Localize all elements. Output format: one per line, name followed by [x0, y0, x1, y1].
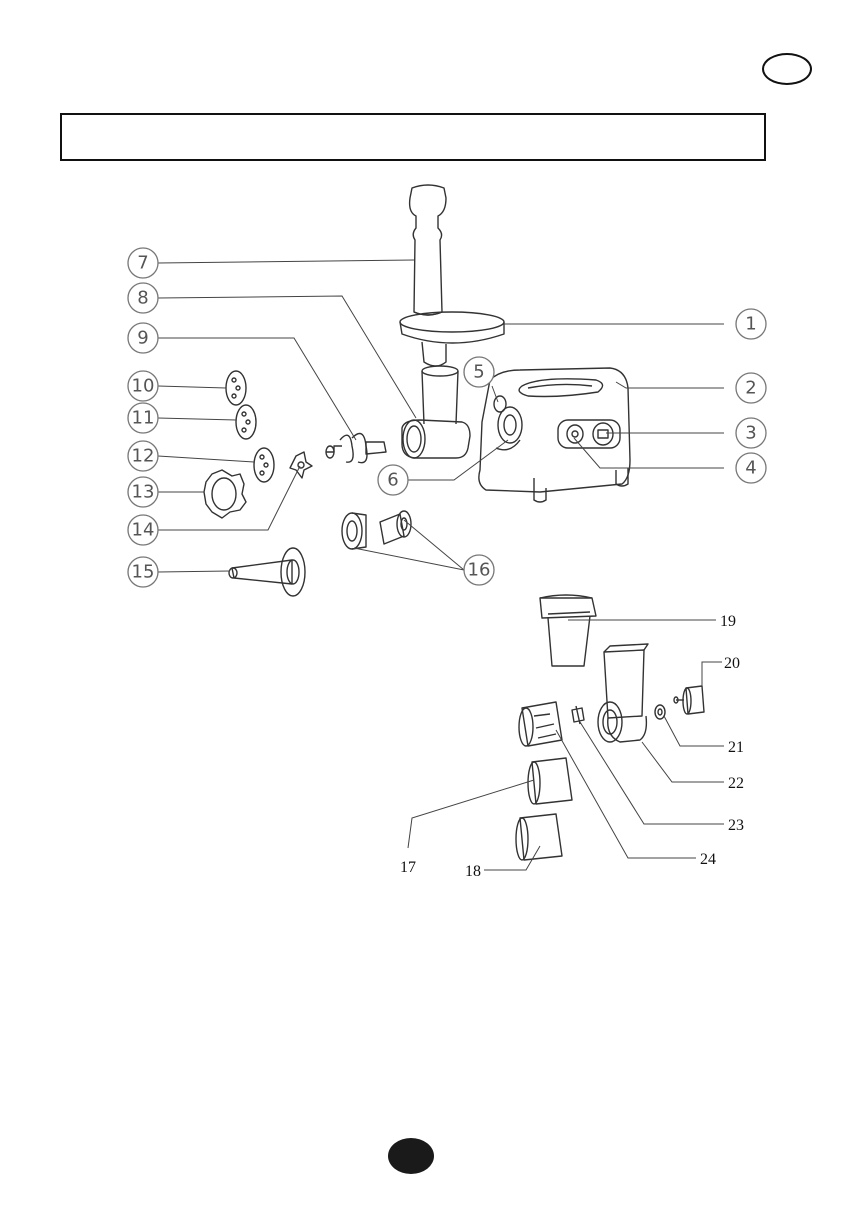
slicer-pusher-part: [540, 595, 596, 666]
cutting-plate-coarse: [254, 448, 274, 482]
callout-20: 20: [724, 655, 740, 672]
callout-17: 17: [400, 859, 416, 876]
leader-lines: [158, 260, 724, 870]
cutting-plate-fine: [226, 371, 246, 405]
drive-shaft-part: [674, 686, 704, 714]
callout-6: 6: [387, 470, 398, 491]
callout-21: 21: [728, 739, 744, 756]
kubbe-attachment-part: [342, 511, 411, 549]
cutting-blade-part: [290, 452, 312, 478]
cutting-plate-medium: [236, 405, 256, 439]
callout-10: 10: [132, 376, 155, 397]
callout-4: 4: [745, 458, 756, 479]
callout-13: 13: [132, 482, 155, 503]
connector-part: [572, 706, 584, 724]
callout-3: 3: [745, 423, 756, 444]
callout-23: 23: [728, 817, 744, 834]
callout-11: 11: [132, 408, 155, 429]
callout-9: 9: [137, 328, 148, 349]
callout-5: 5: [473, 362, 484, 383]
callout-18: 18: [465, 863, 481, 880]
grating-drum-coarse: [516, 814, 562, 860]
tray-part: [400, 312, 504, 366]
shaft-ring-part: [655, 705, 665, 719]
callout-24: 24: [700, 851, 716, 868]
page-marker: [388, 1138, 434, 1174]
grating-drum-fine: [528, 758, 572, 804]
callout-2: 2: [745, 378, 756, 399]
callout-16: 16: [468, 560, 491, 581]
callout-8: 8: [137, 288, 148, 309]
callout-15: 15: [132, 562, 155, 583]
sausage-tube-part: [229, 548, 305, 596]
callout-7: 7: [137, 253, 148, 274]
ring-nut-part: [204, 470, 246, 518]
callout-rings: [128, 248, 766, 587]
slicing-drum-part: [519, 702, 562, 746]
motor-body: [479, 368, 630, 502]
callout-19: 19: [720, 613, 736, 630]
callout-12: 12: [132, 446, 155, 467]
pusher-part: [410, 185, 446, 315]
callout-1: 1: [745, 314, 756, 335]
worm-screw-part: [326, 434, 386, 463]
callout-22: 22: [728, 775, 744, 792]
slicer-housing-part: [598, 644, 648, 742]
callout-14: 14: [132, 520, 155, 541]
